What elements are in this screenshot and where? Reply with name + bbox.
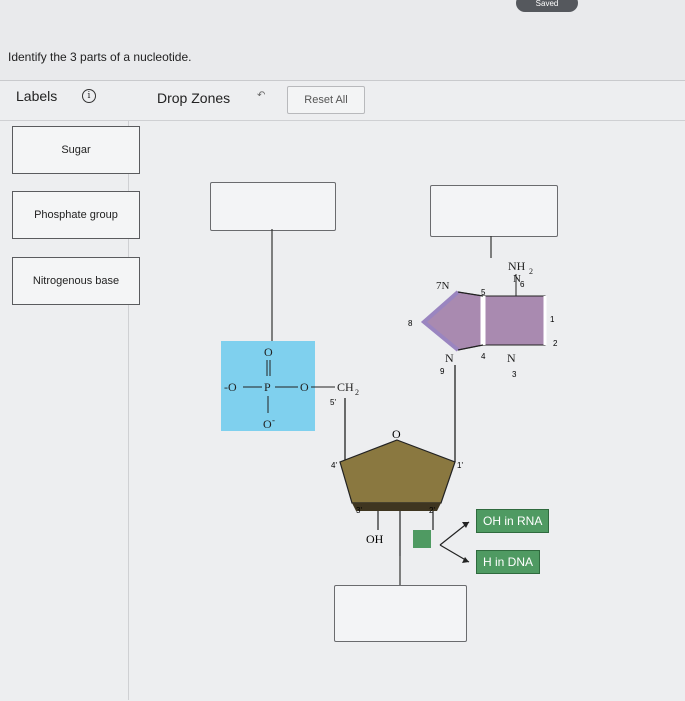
- reset-all-button[interactable]: Reset All: [287, 86, 365, 114]
- base-pos2: 2: [553, 339, 558, 348]
- arrow-to-rna: [439, 521, 470, 546]
- header-divider: [0, 120, 685, 121]
- base-pos4: 4: [481, 352, 486, 361]
- label-card-phosphate-group[interactable]: Phosphate group: [12, 191, 140, 239]
- position-4prime: 4': [331, 461, 337, 470]
- label-card-sugar[interactable]: Sugar: [12, 126, 140, 174]
- position-5prime: 5': [330, 398, 336, 407]
- phosphate-o-left: -O: [224, 380, 237, 394]
- label-text: Nitrogenous base: [32, 275, 120, 287]
- oh-in-rna-tag: OH in RNA: [476, 509, 550, 533]
- nh2-subscript: 2: [529, 267, 533, 276]
- label-text: Phosphate group: [34, 209, 118, 221]
- saved-status-badge: Saved: [516, 0, 578, 12]
- labels-heading: Labels: [16, 88, 58, 104]
- info-icon[interactable]: i: [82, 89, 96, 103]
- sugar-ring-o: O: [392, 427, 401, 441]
- column-divider: [128, 120, 129, 700]
- base-pos9: 9: [440, 367, 445, 376]
- base-pos1: 1: [550, 315, 555, 324]
- drop-zone-phosphate[interactable]: [210, 182, 336, 231]
- base-n9: N: [445, 351, 454, 365]
- variable-group-square: [413, 530, 431, 548]
- sugar-ring-edge: [352, 503, 441, 511]
- question-prompt: Identify the 3 parts of a nucleotide.: [8, 50, 192, 64]
- sugar-oh-label: OH: [366, 532, 384, 546]
- ch2-subscript: 2: [355, 388, 359, 397]
- drop-zones-heading: Drop Zones: [157, 90, 231, 106]
- phosphate-o-bottom-charge: -: [272, 415, 275, 425]
- position-1prime: 1': [457, 461, 463, 470]
- ch2-label: CH: [337, 380, 354, 394]
- phosphate-o-bottom: O: [263, 417, 272, 431]
- label-card-nitrogenous-base[interactable]: Nitrogenous base: [12, 257, 140, 305]
- position-3prime: 3': [356, 506, 362, 515]
- drop-zone-base[interactable]: [430, 185, 558, 237]
- sugar-ring: [339, 439, 456, 504]
- h-in-dna-tag: H in DNA: [476, 550, 541, 574]
- base-n1: N: [513, 273, 521, 285]
- label-text: Sugar: [61, 144, 91, 156]
- base-pos5: 5: [481, 288, 486, 297]
- base-pos6: 6: [520, 280, 525, 289]
- phosphate-p: P: [264, 380, 271, 394]
- base-n7: 7N: [436, 280, 450, 292]
- base-n3: N: [507, 351, 516, 365]
- base-pos3: 3: [512, 370, 517, 379]
- base-pos8: 8: [408, 319, 413, 328]
- undo-arrow-icon[interactable]: ↶: [257, 90, 266, 101]
- phosphate-o-top: O: [264, 345, 273, 359]
- position-2prime: 2': [429, 506, 435, 515]
- phosphate-o-mid: O: [300, 380, 309, 394]
- phosphate-highlight: [221, 341, 315, 431]
- drop-zone-sugar[interactable]: [334, 585, 467, 642]
- nh2-label: NH: [508, 259, 526, 273]
